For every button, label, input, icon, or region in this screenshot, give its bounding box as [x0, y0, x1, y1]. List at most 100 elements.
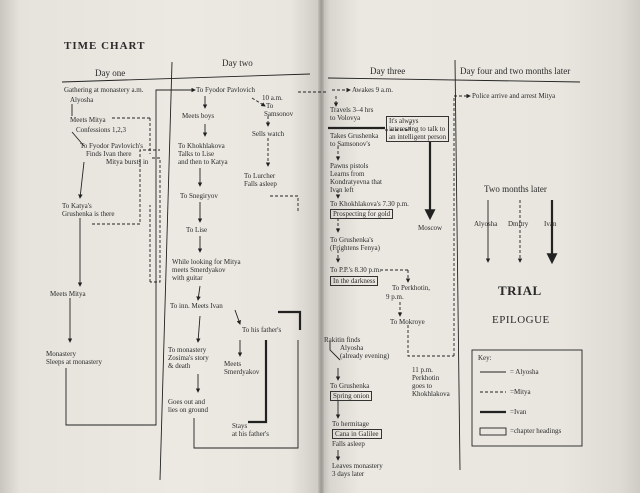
- header-rule-left: [61, 73, 311, 83]
- d4-epilogue: EPILOGUE: [492, 314, 550, 326]
- d2-meets: Meets: [224, 360, 242, 368]
- d3-alyosha: Alyosha: [340, 344, 364, 352]
- d2-death: & death: [168, 362, 191, 370]
- d1-finds-ivan: Finds Ivan there: [86, 150, 132, 158]
- d1-gathering: Gathering at monastery a.m.: [64, 86, 144, 94]
- d2-meets-smerdyakov: meets Smerdyakov: [172, 266, 226, 274]
- d3-three-days: 3 days later: [332, 470, 365, 478]
- d4-dmitry: Dmitry: [508, 220, 529, 228]
- d3-cana: Cana in Galilee: [332, 429, 382, 439]
- key-chapter-label: =chapter headings: [510, 427, 562, 435]
- d1-meets-mitya-2: Meets Mitya: [50, 290, 86, 298]
- d2-samsonov: Samsonov: [264, 110, 294, 118]
- ivan-path-d2: [278, 310, 302, 330]
- d4-trial: TRIAL: [498, 283, 542, 298]
- d3-to-grushenkas: To Grushenka's: [330, 236, 374, 244]
- d2-talks-lise: Talks to Lise: [178, 150, 215, 158]
- d3-to-perkhotin: To Perkhotin,: [392, 284, 431, 292]
- key-title: Key:: [478, 354, 492, 362]
- chart-title: TIME CHART: [64, 40, 146, 52]
- d3-nine-pm: 9 p.m.: [386, 293, 404, 301]
- d2-to-monastery: To monastery: [168, 346, 207, 354]
- divider-day1-day2: [159, 61, 173, 481]
- d2-to-his-fathers: To his father's: [242, 326, 282, 334]
- d3-falls-asleep: Falls asleep: [332, 440, 365, 448]
- d3-learns-from: Learns from: [330, 170, 365, 178]
- d2-meets-boys: Meets boys: [182, 112, 215, 120]
- d3-pawns-pistols: Pawns pistols: [330, 162, 369, 170]
- d3-interesting: interesting to talk to: [389, 125, 446, 133]
- d2-at-his-fathers: at his father's: [232, 430, 270, 438]
- d1-sleeps: Sleeps at monastery: [46, 358, 102, 366]
- d3-takes-grushenka: Takes Grushenka: [330, 132, 379, 140]
- d3-kondratyevna: Kondratyevna that: [330, 178, 382, 186]
- d2-to: To: [266, 102, 274, 110]
- d2-goes-out: Goes out and: [168, 398, 205, 406]
- d2-with-guitar: with guitar: [172, 274, 203, 282]
- mitya-path-d2: [251, 97, 266, 107]
- d3-to-khokhlakovas: To Khokhlakova's 7.30 p.m.: [330, 200, 409, 208]
- d3-moscow: Moscow: [418, 224, 443, 232]
- d4-police: Police arrive and arrest Mitya: [472, 92, 556, 100]
- d2-to-lurcher: To Lurcher: [244, 172, 276, 180]
- d3-leaves-monastery: Leaves monastery: [332, 462, 383, 470]
- key-chapter-swatch: [479, 427, 507, 436]
- d3-to-hermitage: To hermitage: [332, 420, 370, 428]
- book-spine: [318, 0, 324, 493]
- d3-ivan-left: Ivan left: [330, 186, 354, 194]
- d3-awakes: Awakes 9 a.m.: [352, 86, 393, 94]
- d2-falls-asleep: Falls asleep: [244, 180, 277, 188]
- d2-ten-am: 10 a.m.: [262, 94, 283, 102]
- d3-to-grushenka: To Grushenka: [330, 382, 370, 390]
- d3-prospecting: Prospecting for gold: [330, 209, 394, 219]
- d3-goes-to: goes to: [412, 382, 433, 390]
- d2-stays: Stays: [232, 422, 248, 430]
- d1-monastery: Monastery: [46, 350, 76, 358]
- d2-to-lise: To Lise: [186, 226, 208, 234]
- d3-quote-box: It's always interesting to talk to an in…: [386, 116, 450, 142]
- d2-to-khokhlakova: To Khokhlakova: [178, 142, 225, 150]
- d3-in-darkness: In the darkness: [330, 276, 379, 286]
- d3-its-always: It's always: [389, 117, 419, 125]
- header-day-one: Day one: [95, 68, 126, 78]
- d2-zosima: Zosima's story: [168, 354, 209, 362]
- header-day-four: Day four and two months later: [460, 66, 571, 76]
- d1-grushenka-there: Grushenka is there: [62, 210, 115, 218]
- key-mitya-label: =Mitya: [510, 388, 531, 396]
- d2-then-katya: and then to Katya: [178, 158, 228, 166]
- d3-khokhlakova: Khokhlakova: [412, 390, 450, 398]
- d2-to-snegiryov: To Snegiryov: [180, 192, 218, 200]
- d3-to-pp: To P.P.'s 8.30 p.m.: [330, 266, 381, 274]
- key-alyosha-label: = Alyosha: [510, 368, 539, 376]
- d3-to-volovya: to Volovya: [330, 114, 361, 122]
- d3-perkhotin: Perkhotin: [412, 374, 440, 382]
- d1-mitya-bursts: Mitya bursts in: [106, 158, 149, 166]
- d3-to-mokroye: To Mokroye: [390, 318, 425, 326]
- d4-alyosha: Alyosha: [474, 220, 498, 228]
- alyosha-path-d3: [329, 342, 341, 361]
- d2-to-fyodor: To Fyodor Pavlovich: [196, 86, 256, 94]
- d4-two-months: Two months later: [484, 184, 547, 194]
- header-day-two: Day two: [222, 58, 253, 68]
- d3-to-samsonovs: to Samsonov's: [330, 140, 371, 148]
- d2-to-inn: To inn. Meets Ivan: [170, 302, 223, 310]
- d3-eleven-pm: 11 p.m.: [412, 366, 433, 374]
- key-ivan-label: =Ivan: [510, 408, 527, 416]
- d1-alyosha: Alyosha: [70, 96, 94, 104]
- d1-meets-mitya: Meets Mitya: [70, 116, 106, 124]
- d2-smerdyakov: Smerdyakov: [224, 368, 260, 376]
- d1-confessions: Confessions 1,2,3: [76, 126, 126, 134]
- d3-travels: Travels 3–4 hrs: [330, 106, 374, 114]
- d3-spring-onion: Spring onion: [330, 391, 373, 401]
- header-day-three: Day three: [370, 66, 406, 76]
- d1-to-katya: To Katya's: [62, 202, 92, 210]
- d1-to-fyodor: To Fyodor Pavlovich's: [80, 142, 143, 150]
- key-box: [471, 349, 583, 447]
- d2-sells-watch: Sells watch: [252, 130, 285, 138]
- d3-rakitin-finds: Rakitin finds: [324, 336, 361, 344]
- d4-ivan: Ivan: [544, 220, 557, 228]
- d2-while-looking: While looking for Mitya: [172, 258, 241, 266]
- header-rule-right: [327, 77, 581, 83]
